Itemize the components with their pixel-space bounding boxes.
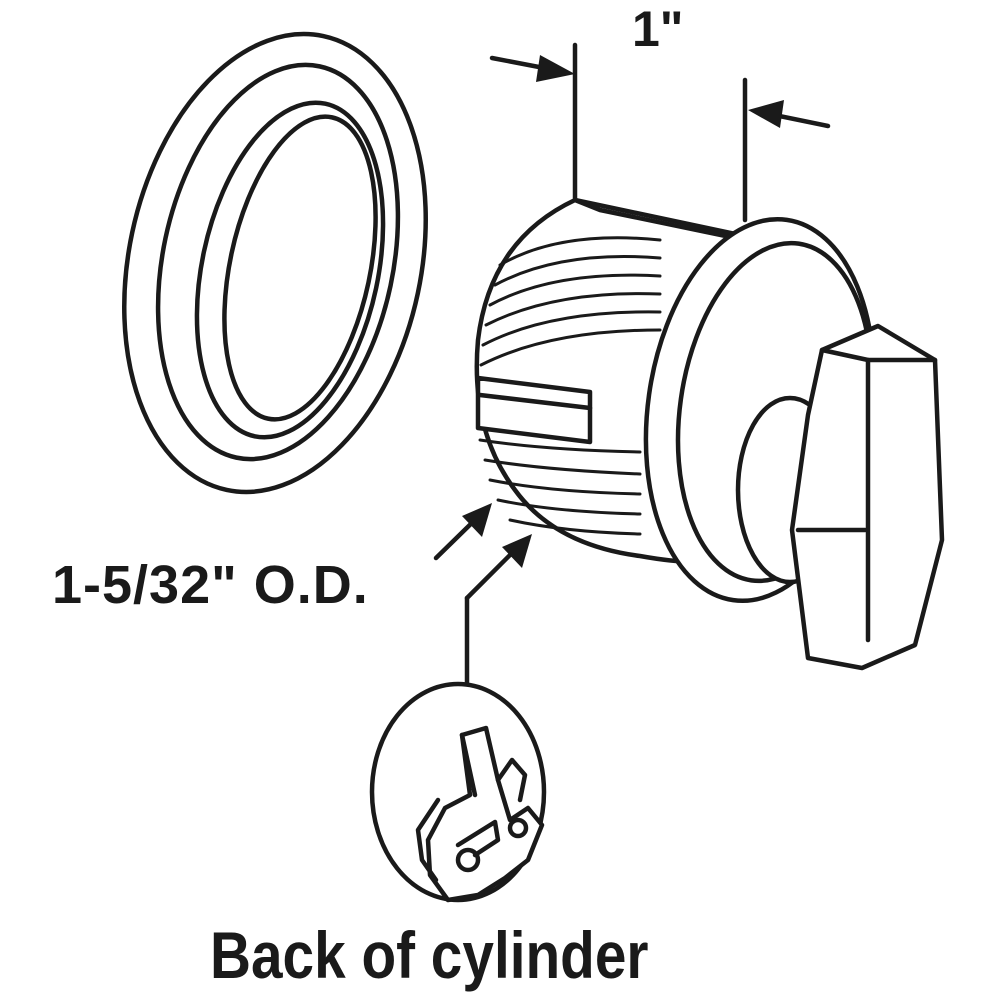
od-dimension-arrows (433, 503, 532, 693)
trim-ring (122, 31, 428, 495)
thumb-turn (789, 323, 945, 671)
length-dimension-label: 1" (632, 1, 684, 57)
length-dimension-lines (489, 42, 831, 223)
back-of-cylinder-detail (369, 681, 547, 903)
caption-back-of-cylinder: Back of cylinder (210, 918, 649, 992)
outer-diameter-label: 1-5/32" O.D. (52, 555, 369, 615)
